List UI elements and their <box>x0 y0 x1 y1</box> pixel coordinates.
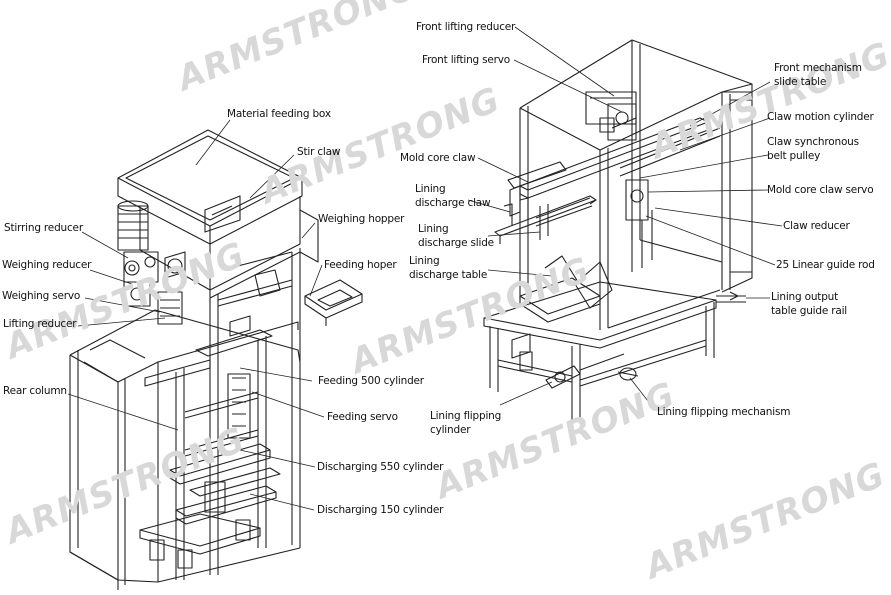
label-stir-claw: Stir claw <box>297 146 341 158</box>
label-claw-reducer: Claw reducer <box>783 220 850 232</box>
label-lining-discharge-slide-1: Lining <box>418 223 449 235</box>
label-lining-discharge-table-1: Lining <box>409 255 440 267</box>
label-lining-output-2: table guide rail <box>771 305 848 317</box>
label-claw-motion-cylinder: Claw motion cylinder <box>767 111 874 123</box>
label-lining-discharge-claw-2: discharge claw <box>415 197 491 209</box>
label-lining-discharge-claw-1: Lining <box>415 183 446 195</box>
label-front-mechanism-1: Front mechanism <box>774 62 862 74</box>
label-discharging-550-cylinder: Discharging 550 cylinder <box>317 461 444 473</box>
label-feeding-servo: Feeding servo <box>327 411 398 423</box>
left-machine-drawing <box>69 129 363 590</box>
label-claw-synchronous-2: belt pulley <box>767 150 821 162</box>
label-mold-core-claw-servo: Mold core claw servo <box>767 184 874 196</box>
label-lifting-reducer: Lifting reducer <box>3 318 77 330</box>
label-front-mechanism-2: slide table <box>774 76 827 88</box>
label-front-lifting-reducer: Front lifting reducer <box>416 21 516 33</box>
label-lining-discharge-table-2: discharge table <box>409 269 488 281</box>
label-weighing-hopper: Weighing hopper <box>318 213 405 225</box>
label-rear-column: Rear column <box>3 385 67 397</box>
label-mold-core-claw: Mold core claw <box>400 152 476 164</box>
label-lining-flipping-mechanism: Lining flipping mechanism <box>657 406 791 418</box>
label-material-feeding-box: Material feeding box <box>227 108 331 120</box>
label-feeding-500-cylinder: Feeding 500 cylinder <box>318 375 424 387</box>
label-lining-flipping-cylinder-2: cylinder <box>430 424 471 436</box>
right-machine-drawing <box>483 39 753 424</box>
label-weighing-reducer: Weighing reducer <box>2 259 92 271</box>
label-discharging-150-cylinder: Discharging 150 cylinder <box>317 504 444 516</box>
leader-lines <box>67 26 783 511</box>
label-lining-flipping-cylinder-1: Lining flipping <box>430 410 502 422</box>
label-lining-discharge-slide-2: discharge slide <box>418 237 494 249</box>
label-feeding-hoper: Feeding hoper <box>324 259 397 271</box>
label-weighing-servo: Weighing servo <box>2 290 81 302</box>
label-linear-guide-rod: 25 Linear guide rod <box>776 259 875 271</box>
label-front-lifting-servo: Front lifting servo <box>422 54 511 66</box>
label-lining-output-1: Lining output <box>771 291 839 303</box>
label-stirring-reducer: Stirring reducer <box>4 222 83 234</box>
label-claw-synchronous-1: Claw synchronous <box>767 136 859 148</box>
